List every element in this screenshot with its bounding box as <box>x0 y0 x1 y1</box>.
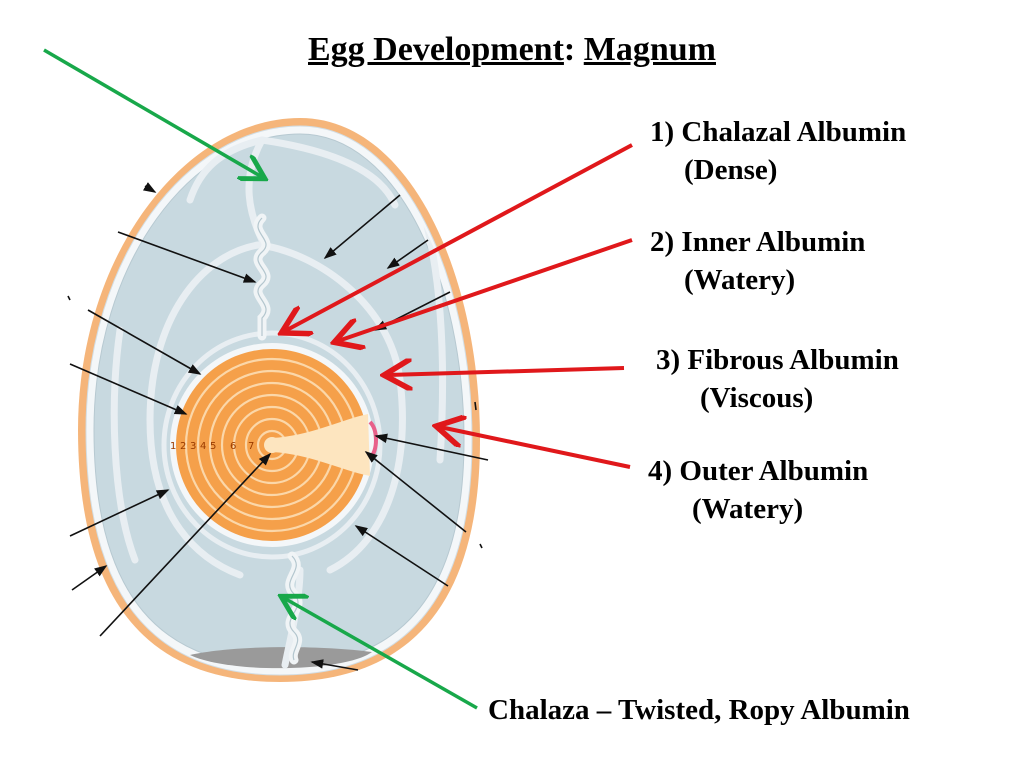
arrow-chalazal-albumin <box>285 143 633 331</box>
yolk-number: 4 <box>200 441 206 452</box>
label-chalaza: Chalaza – Twisted, Ropy Albumin <box>488 691 910 729</box>
label-line1: 2) Inner Albumin <box>650 226 866 258</box>
label-chalazal-albumin: 1) Chalazal Albumin (Dense) <box>650 113 906 189</box>
page-title: Egg Development: Magnum <box>0 30 1024 70</box>
label-line2: (Viscous) <box>700 382 814 414</box>
label-line1: 4) Outer Albumin <box>648 455 869 487</box>
label-fibrous-albumin: 3) Fibrous Albumin (Viscous) <box>656 341 899 417</box>
title-part2: Magnum <box>583 31 716 68</box>
latebra <box>272 414 370 476</box>
arrow-chalaza-top <box>43 48 262 177</box>
yolk-number: 2 <box>180 441 186 452</box>
green-arrows <box>43 48 478 710</box>
air-cell <box>190 647 372 669</box>
arrow-fibrous-albumin <box>388 368 625 375</box>
yolk-numbers: 1 2 3 4 5 6 7 <box>170 441 254 452</box>
title-separator: : <box>563 31 576 68</box>
title-part1: Egg Development <box>308 31 564 68</box>
yolk-number: 6 <box>230 441 236 452</box>
arrow-chalaza-bottom <box>284 598 478 710</box>
yolk-number: 3 <box>190 441 196 452</box>
arrow-inner-albumin <box>338 238 633 341</box>
label-line1: 1) Chalazal Albumin <box>650 116 907 148</box>
leader-lines <box>67 182 489 671</box>
label-line1: Chalaza – Twisted, Ropy Albumin <box>488 694 910 726</box>
label-line2: (Watery) <box>692 493 804 525</box>
yolk-number: 1 <box>170 441 176 452</box>
yolk-number: 5 <box>210 441 216 452</box>
label-line1: 3) Fibrous Albumin <box>656 344 899 376</box>
label-line2: (Watery) <box>684 264 796 296</box>
red-arrows <box>285 143 633 469</box>
label-line2: (Dense) <box>684 154 778 186</box>
arrow-outer-albumin <box>440 427 631 469</box>
label-outer-albumin: 4) Outer Albumin (Watery) <box>648 452 868 528</box>
yolk-number: 7 <box>248 441 254 452</box>
label-inner-albumin: 2) Inner Albumin (Watery) <box>650 223 865 299</box>
